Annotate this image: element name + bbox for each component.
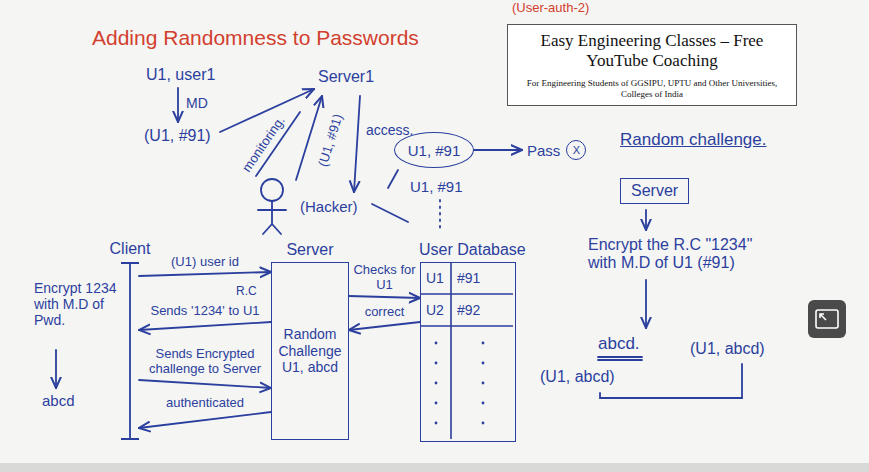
match-bracket — [600, 364, 742, 398]
page-title: Adding Randomness to Passwords — [92, 26, 419, 50]
message-pair: (U1, abcd) — [540, 368, 615, 386]
replay-arrow — [296, 96, 322, 180]
result-mark: Pass X — [522, 138, 586, 162]
timeline-line — [121, 262, 139, 440]
underline — [598, 359, 642, 361]
server-name: Server1 — [318, 68, 374, 86]
server-box: Server — [620, 178, 689, 204]
arrow-label: authenticated — [155, 396, 255, 411]
table-lines — [421, 263, 513, 439]
line-note: access. — [366, 122, 413, 138]
banner-title: Easy Engineering Classes – Free YouTube … — [516, 31, 788, 72]
timeline-bar — [121, 262, 139, 440]
user-table: User Database — [420, 262, 516, 442]
message-arrow — [139, 380, 271, 388]
continuation-dot — [435, 342, 438, 345]
hacker-head — [261, 179, 283, 201]
frame-strip — [0, 463, 869, 472]
step-note: Encrypt 1234 with M.D of Pwd. — [34, 280, 118, 328]
player-icon — [808, 300, 846, 338]
cross-mark: X — [566, 140, 586, 160]
hashed-pair: (U1, #91) — [144, 127, 211, 145]
step-arrow — [55, 350, 57, 388]
server-lane: ServerRandom ChallengeU1, abcd — [271, 262, 349, 440]
continuation-dot — [482, 402, 485, 405]
message-arrow — [139, 272, 271, 276]
table-cell: #91 — [457, 270, 480, 286]
hash-note: MD — [186, 95, 208, 111]
line-note: monitoring. — [240, 113, 289, 174]
continuation-dot — [435, 402, 438, 405]
step-note: Encrypt the R.C "1234" with M.D of U1 (#… — [588, 236, 780, 273]
client-timeline: Client — [121, 262, 139, 440]
credential-pair: U1, user1 — [146, 66, 215, 84]
arrow-label: correct — [355, 305, 415, 320]
hacker-body — [258, 201, 286, 234]
continuation-dot — [482, 382, 485, 385]
stored-pair: U1, #91 — [410, 178, 463, 195]
message-arrow — [474, 149, 522, 151]
continuation-dot — [482, 422, 485, 425]
player-icon-frame — [816, 310, 838, 328]
continuation-dot — [482, 342, 485, 345]
result-value: abcd. — [598, 334, 640, 354]
continuation-dot — [435, 422, 438, 425]
message-arrow — [349, 296, 420, 298]
table-heading: User Database — [419, 241, 526, 259]
player-icon-arrow — [820, 314, 826, 320]
message-arrow — [349, 322, 420, 330]
lane-heading: Server — [286, 241, 333, 259]
pointer-line — [372, 204, 408, 222]
message-pair: (U1, abcd) — [690, 340, 765, 358]
table-cell: U1 — [426, 270, 444, 286]
access-arrow — [354, 96, 360, 192]
message-tag: R.C — [236, 285, 257, 299]
continuation-dot — [482, 362, 485, 365]
page-tag: (User-auth-2) — [512, 1, 589, 16]
dotted-line — [439, 200, 441, 232]
continuation-dot — [435, 362, 438, 365]
step-arrow — [645, 280, 647, 328]
message-arrow — [139, 322, 271, 330]
challenge-text: Random Challenge — [276, 326, 344, 360]
server-name: Server — [631, 182, 678, 200]
arrow-label: (U1) user id — [157, 255, 253, 270]
arrow-label: Sends '1234' to U1 — [143, 304, 267, 319]
lane-heading: Client — [110, 240, 151, 258]
underline — [598, 356, 642, 358]
stored-pair: U1, abcd — [282, 359, 338, 376]
table-grid — [421, 263, 513, 439]
stored-pair: U1, #91 — [408, 142, 461, 159]
line-note: (U1, #91) — [316, 112, 346, 168]
slash-mark — [388, 170, 398, 188]
message-arrow — [139, 412, 271, 428]
arrow-label: Sends Encrypted challenge to Server — [143, 347, 267, 377]
actor-name: (Hacker) — [300, 198, 358, 215]
hash-arrow — [177, 88, 179, 122]
result-word: Pass — [527, 142, 560, 159]
result-value: abcd — [42, 392, 75, 409]
table-cell: U2 — [426, 302, 444, 318]
table-cell: #92 — [457, 302, 480, 318]
channel-banner: Easy Engineering Classes – Free YouTube … — [507, 24, 797, 106]
section-heading: Random challenge. — [620, 130, 766, 150]
continuation-dot — [435, 382, 438, 385]
arrow-label: Checks for U1 — [351, 263, 419, 293]
step-arrow — [645, 210, 647, 230]
banner-note: For Engineering Students of GGSIPU, UPTU… — [516, 78, 788, 100]
